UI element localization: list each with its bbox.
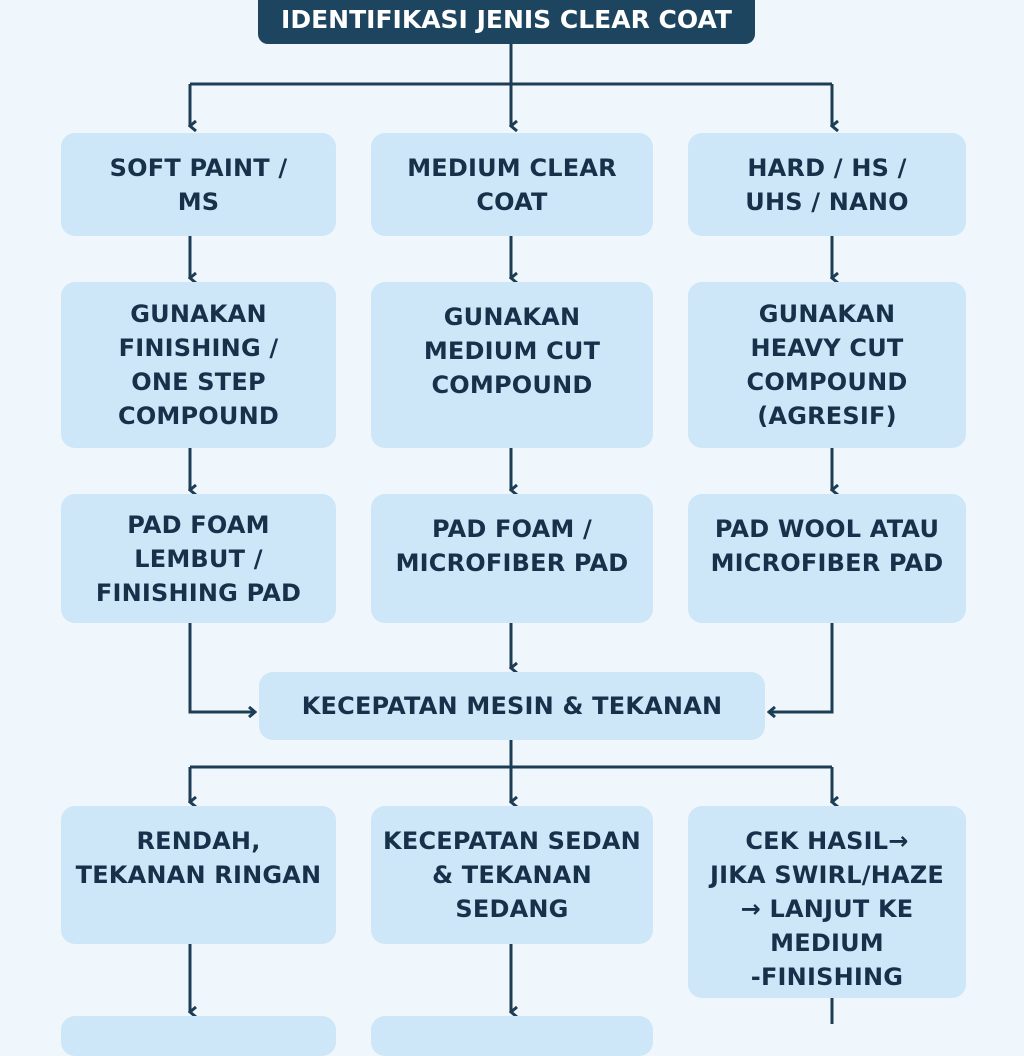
title-node: IDENTIFIKASI JENIS CLEAR COAT (258, 0, 755, 44)
next-node-soft (61, 1016, 336, 1056)
type-soft: SOFT PAINT / MS (61, 133, 336, 236)
compound-hard: GUNAKAN HEAVY CUT COMPOUND (AGRESIF) (688, 282, 966, 448)
speed-soft: RENDAH, TEKANAN RINGAN (61, 806, 336, 944)
next-node-medium (371, 1016, 653, 1056)
speed-hard: CEK HASIL→ JIKA SWIRL/HAZE → LANJUT KE M… (688, 806, 966, 998)
pad-medium: PAD FOAM / MICROFIBER PAD (371, 494, 653, 623)
speed-medium: KECEPATAN SEDAN & TEKANAN SEDANG (371, 806, 653, 944)
pad-hard: PAD WOOL ATAU MICROFIBER PAD (688, 494, 966, 623)
compound-soft: GUNAKAN FINISHING / ONE STEP COMPOUND (61, 282, 336, 448)
type-medium: MEDIUM CLEAR COAT (371, 133, 653, 236)
connector-lines (0, 44, 1024, 1024)
pad-soft: PAD FOAM LEMBUT / FINISHING PAD (61, 494, 336, 623)
type-hard: HARD / HS / UHS / NANO (688, 133, 966, 236)
compound-medium: GUNAKAN MEDIUM CUT COMPOUND (371, 282, 653, 448)
speed-node: KECEPATAN MESIN & TEKANAN (259, 672, 765, 740)
